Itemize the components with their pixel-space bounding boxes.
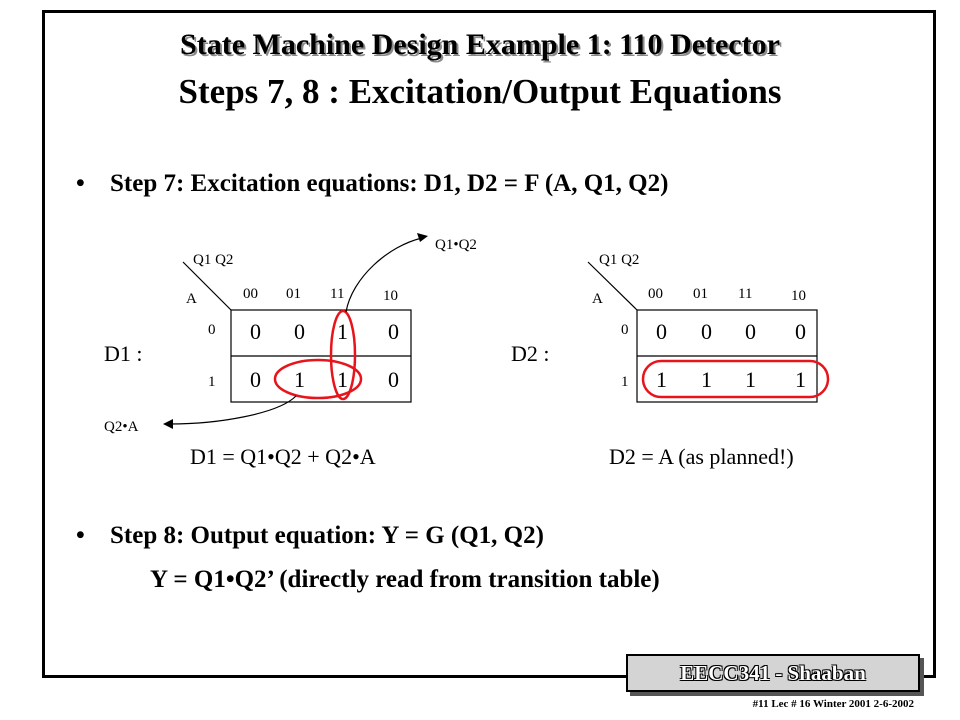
footer-note: #11 Lec # 16 Winter 2001 2-6-2002 — [752, 698, 914, 710]
kmap-d2-header-vars: Q1 Q2 — [599, 252, 639, 268]
d1-equation: D1 = Q1•Q2 + Q2•A — [190, 444, 376, 469]
kmap-d1-row-label-1: 1 — [208, 374, 216, 390]
kmap-d1-cell: 0 — [388, 319, 399, 344]
kmap-d2-diagonal — [587, 261, 638, 311]
kmap-d2-col-label-01: 01 — [693, 286, 708, 302]
slide-title: State Machine Design Example 1: 110 Dete… — [180, 28, 780, 61]
arrow-q1q2 — [345, 237, 423, 313]
slide-subtitle: Steps 7, 8 : Excitation/Output Equations — [178, 72, 782, 111]
kmap-d2-col-label-00: 00 — [648, 286, 663, 302]
kmap-d2: D2 : Q1 Q2 A 00 01 11 10 0 1 0 0 0 0 1 1… — [511, 252, 830, 469]
output-equation: Y = Q1•Q2’ (directly read from transitio… — [150, 566, 660, 593]
kmap-d2-row-label-1: 1 — [621, 374, 629, 390]
kmap-d2-cell: 1 — [795, 367, 806, 392]
kmap-d1-cell: 0 — [250, 319, 261, 344]
kmap-d1-loop-q1q2 — [329, 309, 357, 401]
kmap-d2-row-var: A — [592, 291, 603, 307]
kmap-d1-cell: 0 — [294, 319, 305, 344]
kmap-d2-cell: 1 — [656, 367, 667, 392]
kmap-d2-col-label-11: 11 — [738, 286, 752, 302]
kmap-d1: D1 : Q1 Q2 A 00 01 11 10 0 1 0 0 1 0 0 1… — [104, 233, 477, 469]
kmap-d1-cell: 1 — [337, 319, 348, 344]
step7-text: Step 7: Excitation equations: D1, D2 = F… — [110, 170, 669, 197]
kmap-d1-row-var: A — [186, 291, 197, 307]
slide-frame — [42, 10, 936, 678]
kmap-d1-cell: 1 — [337, 367, 348, 392]
kmap-d1-label: D1 : — [104, 341, 143, 366]
kmap-d2-cell: 1 — [701, 367, 712, 392]
kmap-d2-loop-a — [641, 359, 830, 399]
term-q1q2-label: Q1•Q2 — [435, 237, 477, 253]
kmap-d2-label: D2 : — [511, 341, 550, 366]
bullet-step7: • — [76, 170, 85, 197]
kmap-d2-cell: 0 — [745, 319, 756, 344]
kmap-d2-cell: 1 — [745, 367, 756, 392]
course-badge: EECC341 - Shaaban — [626, 654, 920, 692]
kmap-d1-col-label-10: 10 — [383, 288, 398, 304]
arrow-q2a — [169, 395, 297, 425]
kmap-d1-col-label-01: 01 — [286, 286, 301, 302]
kmap-d2-row-label-0: 0 — [621, 322, 629, 338]
kmap-d1-diagonal — [182, 261, 232, 311]
term-q2a-label: Q2•A — [104, 419, 139, 435]
kmap-d2-cell: 0 — [795, 319, 806, 344]
kmap-d1-cell: 1 — [294, 367, 305, 392]
arrow-q1q2-head — [417, 233, 428, 242]
d2-equation: D2 = A (as planned!) — [609, 444, 794, 469]
arrow-q2a-head — [163, 419, 173, 429]
kmap-d1-cell: 0 — [250, 367, 261, 392]
kmap-d2-cell: 0 — [656, 319, 667, 344]
bullet-step8: • — [76, 522, 85, 549]
kmap-d2-col-label-10: 10 — [791, 288, 806, 304]
step8-text: Step 8: Output equation: Y = G (Q1, Q2) — [110, 522, 544, 549]
kmap-d1-cell: 0 — [388, 367, 399, 392]
kmap-d1-col-label-00: 00 — [243, 286, 258, 302]
kmap-d1-header-vars: Q1 Q2 — [193, 252, 233, 268]
kmap-d1-loop-q2a — [273, 358, 363, 400]
kmap-d2-cell: 0 — [701, 319, 712, 344]
kmap-d1-row-label-0: 0 — [208, 322, 216, 338]
kmap-d1-col-label-11: 11 — [330, 286, 344, 302]
